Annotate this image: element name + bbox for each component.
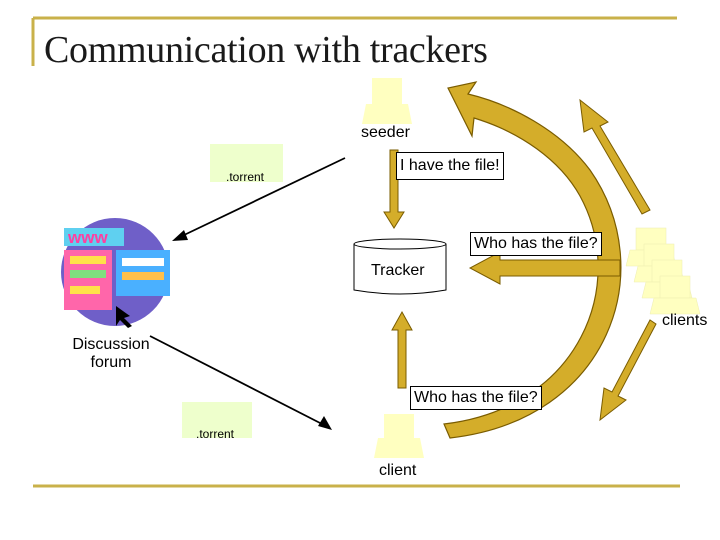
clients-computers-icon	[625, 227, 701, 315]
who-has-file-message-bottom: Who has the file?	[410, 386, 542, 410]
seeder-label: seeder	[361, 124, 410, 141]
torrent-file-bottom-icon	[182, 402, 252, 438]
arrow-client-to-tracker	[391, 310, 413, 389]
client-computer-icon	[374, 414, 424, 458]
page-title: Communication with trackers	[44, 29, 488, 71]
arrow-seeder-to-forum	[172, 157, 346, 241]
have-file-message: I have the file!	[396, 152, 504, 180]
discussion-forum-icon: www	[61, 218, 170, 328]
torrent-label-bottom: .torrent	[196, 427, 235, 441]
tracker-label: Tracker	[371, 262, 425, 279]
arrow-clients-down	[599, 319, 657, 422]
who-has-file-message-top: Who has the file?	[470, 232, 602, 256]
seeder-computer-icon	[362, 78, 412, 124]
clients-label: clients	[662, 312, 708, 329]
forum-label-line-1: Discussion	[72, 336, 150, 353]
discussion-forum-label: Discussion forum	[66, 336, 156, 372]
client-label: client	[379, 462, 417, 479]
torrent-label-top: .torrent	[226, 170, 265, 184]
torrent-file-top-icon	[210, 144, 283, 182]
arrow-forum-to-client	[149, 335, 332, 430]
arrow-clients-to-tracker	[468, 251, 621, 285]
arrow-clients-to-top	[579, 98, 651, 215]
forum-label-line-2: forum	[90, 354, 132, 371]
tracker-database-icon	[353, 238, 447, 295]
svg-text:www: www	[67, 228, 108, 247]
curved-arrow-client-to-seeder	[443, 81, 622, 439]
